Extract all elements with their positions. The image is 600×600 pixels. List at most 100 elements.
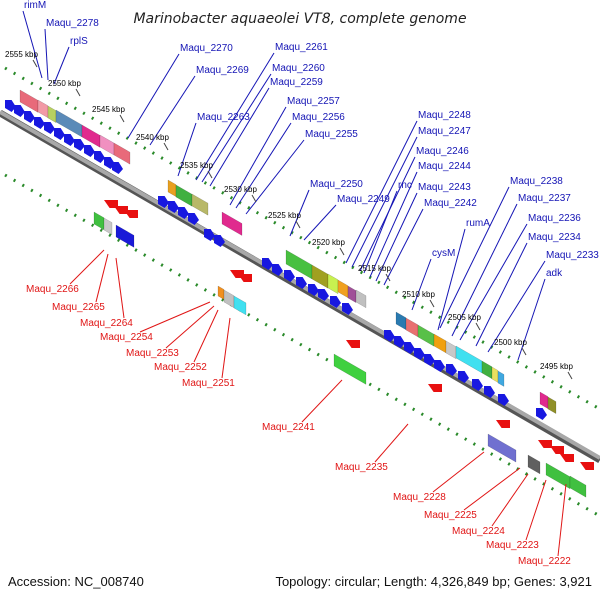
forward-gene-label: Maqu_2233 [546, 250, 599, 261]
forward-label-leader [289, 189, 310, 237]
kbp-tick-label: 2510 kbp [402, 290, 435, 299]
feature-block-34 [233, 295, 247, 316]
forward-gene-arrow-9 [84, 145, 95, 157]
kbp-tick-mark [429, 299, 435, 308]
feature-block-3 [47, 105, 57, 124]
forward-gene-label: Maqu_2238 [510, 176, 563, 187]
reverse-gene-label: Maqu_2253 [126, 348, 179, 359]
forward-gene-arrow-28 [394, 336, 405, 348]
feature-block-27 [539, 391, 549, 410]
forward-gene-arrow-4 [34, 117, 45, 129]
kbp-tick-mark [295, 220, 301, 229]
kbp-tick-label: 2550 kbp [48, 79, 81, 88]
gene-label-layer: rimMMaqu_2278rplSMaqu_2270Maqu_2269Maqu_… [24, 0, 599, 567]
forward-gene-arrow-24 [318, 289, 329, 301]
feature-block-1 [19, 89, 39, 113]
reverse-label-leader [491, 473, 529, 527]
forward-gene-arrow-2 [14, 105, 25, 117]
forward-gene-label: cysM [432, 248, 455, 259]
feature-block-22 [445, 340, 457, 360]
feature-block-9 [175, 184, 193, 207]
forward-gene-arrow-18 [214, 235, 225, 247]
forward-label-leader [475, 242, 528, 347]
feature-block-37 [527, 454, 541, 475]
forward-gene-arrow-26 [342, 303, 353, 315]
forward-label-leader [201, 73, 272, 183]
reverse-label-leader [193, 309, 219, 363]
kbp-tick-label: 2500 kbp [494, 338, 527, 347]
reverse-label-leader [139, 301, 211, 333]
forward-label-leader [149, 75, 196, 146]
feature-block-17 [355, 289, 367, 309]
feature-block-11 [221, 211, 243, 236]
kbp-tick-mark [75, 88, 81, 97]
forward-gene-arrow-34 [458, 371, 469, 383]
feature-block-23 [455, 345, 483, 374]
reverse-gene-label: Maqu_2264 [80, 318, 133, 329]
feature-block-14 [327, 273, 339, 295]
forward-gene-arrow-35 [472, 379, 483, 391]
feature-block-13 [311, 264, 329, 289]
forward-gene-arrow-10 [94, 151, 105, 163]
forward-label-leader [177, 122, 197, 177]
forward-gene-label: rnc [398, 180, 412, 191]
forward-gene-arrow-38 [536, 408, 547, 420]
forward-gene-label: Maqu_2260 [272, 63, 325, 74]
forward-gene-label: rumA [466, 218, 490, 229]
forward-gene-label: Maqu_2242 [424, 198, 477, 209]
forward-label-leader [451, 203, 518, 337]
kbp-tick-label: 2540 kbp [136, 133, 169, 142]
kbp-tick-mark [385, 273, 391, 282]
reverse-gene-arrow-12 [580, 462, 594, 470]
forward-gene-label: Maqu_2256 [292, 112, 345, 123]
kbp-tick-label: 2545 kbp [92, 105, 125, 114]
forward-label-leader [53, 46, 70, 85]
reverse-gene-label: Maqu_2266 [26, 284, 79, 295]
forward-gene-label: Maqu_2278 [46, 18, 99, 29]
reverse-label-leader [432, 451, 485, 493]
genome-info-text: Topology: circular; Length: 4,326,849 bp… [275, 574, 592, 589]
forward-gene-arrow-30 [414, 348, 425, 360]
reverse-gene-label: Maqu_2254 [100, 332, 153, 343]
forward-label-leader [351, 136, 418, 268]
forward-gene-arrow-20 [272, 264, 283, 276]
forward-label-leader [383, 208, 424, 286]
forward-gene-arrow-31 [424, 354, 435, 366]
reverse-label-leader [221, 317, 231, 379]
forward-gene-arrow-13 [158, 196, 169, 208]
feature-block-8 [167, 179, 177, 198]
reverse-gene-label: Maqu_2223 [486, 540, 539, 551]
reverse-gene-label: Maqu_2224 [452, 526, 505, 537]
reverse-gene-label: Maqu_2241 [262, 422, 315, 433]
reverse-gene-arrow-8 [496, 420, 510, 428]
forward-gene-arrow-1 [5, 100, 16, 112]
feature-block-35 [333, 353, 367, 385]
feature-block-layer [19, 89, 587, 498]
forward-gene-arrow-6 [54, 128, 65, 140]
feature-block-21 [433, 333, 447, 354]
forward-gene-arrow-25 [330, 296, 341, 308]
kbp-tick-label: 2515 kbp [358, 264, 391, 273]
feature-block-30 [103, 217, 113, 236]
forward-gene-label: Maqu_2270 [180, 43, 233, 54]
reverse-label-leader [165, 305, 215, 349]
feature-block-19 [405, 317, 419, 338]
reverse-gene-arrow-11 [560, 454, 574, 462]
kbp-tick-label: 2505 kbp [448, 313, 481, 322]
forward-gene-arrow-7 [64, 134, 75, 146]
kbp-tick-label: 2535 kbp [180, 161, 213, 170]
feature-block-31 [115, 224, 135, 248]
reverse-gene-arrow-6 [346, 340, 360, 348]
feature-block-2 [37, 99, 49, 119]
label-leader-layer [22, 10, 567, 557]
feature-block-32 [217, 285, 225, 300]
forward-gene-arrow-37 [498, 394, 509, 406]
reverse-gene-label: Maqu_2222 [518, 556, 571, 567]
feature-block-15 [337, 279, 349, 299]
reverse-tick-row [4, 173, 599, 517]
forward-label-leader [369, 171, 418, 278]
forward-label-leader [517, 278, 546, 361]
forward-gene-arrow-8 [74, 139, 85, 151]
